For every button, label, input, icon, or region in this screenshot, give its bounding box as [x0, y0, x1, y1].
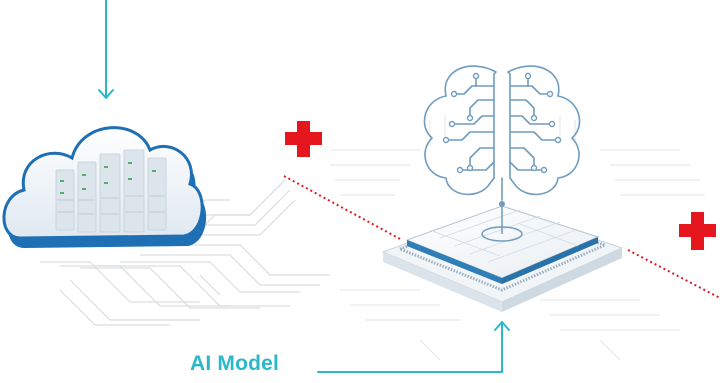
arrow-up-icon — [317, 321, 510, 373]
plus-icon — [679, 212, 716, 250]
arrow-down-icon — [98, 0, 114, 99]
brain-nodes — [442, 72, 562, 174]
circuit-traces-right — [330, 115, 705, 361]
plus-icon — [285, 121, 322, 157]
ai-model-label: AI Model — [190, 352, 280, 375]
circuit-brain-icon — [423, 65, 581, 201]
processor-chip-icon — [381, 201, 624, 312]
dotted-connector — [283, 175, 720, 299]
circuit-traces-left — [40, 179, 330, 326]
cloud-server-icon — [2, 126, 207, 248]
